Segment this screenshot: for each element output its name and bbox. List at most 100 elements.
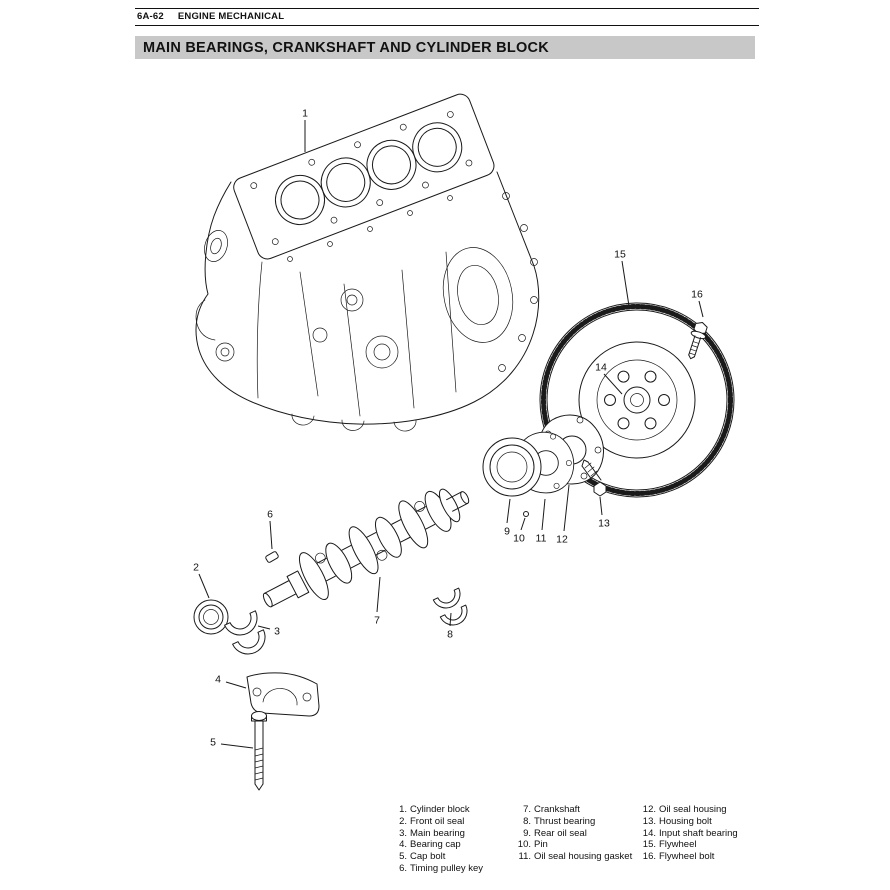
legend-item: 3.Main bearing bbox=[393, 828, 517, 840]
callout-12: 12 bbox=[556, 484, 570, 546]
svg-text:9: 9 bbox=[504, 526, 510, 538]
legend-item-label: Rear oil seal bbox=[534, 827, 587, 839]
legend-item: 2.Front oil seal bbox=[393, 816, 517, 828]
legend-item-number: 11. bbox=[518, 851, 531, 863]
legend-item: 1.Cylinder block bbox=[393, 804, 517, 816]
callout-1: 1 bbox=[302, 108, 308, 152]
front-oil-seal-drawing bbox=[193, 599, 229, 635]
legend-item-label: Flywheel bolt bbox=[659, 851, 715, 863]
legend-item-number: 13. bbox=[642, 815, 656, 827]
legend-item-label: Input shaft bearing bbox=[659, 827, 738, 839]
flywheel-drawing bbox=[539, 302, 735, 498]
legend-item-number: 16. bbox=[642, 851, 656, 863]
legend-item: 5.Cap bolt bbox=[393, 851, 517, 863]
legend-item-number: 15. bbox=[642, 839, 656, 851]
callout-6: 6 bbox=[267, 509, 273, 550]
legend-item-label: Bearing cap bbox=[410, 839, 461, 851]
svg-text:7: 7 bbox=[374, 615, 380, 627]
svg-text:5: 5 bbox=[210, 737, 216, 749]
article-title-bar: MAIN BEARINGS, CRANKSHAFT AND CYLINDER B… bbox=[135, 36, 755, 59]
timing-pulley-key-drawing bbox=[265, 551, 279, 563]
legend-item-label: Pin bbox=[534, 839, 548, 851]
legend-item: 15.Flywheel bbox=[642, 839, 766, 851]
legend-item-label: Crankshaft bbox=[534, 804, 580, 815]
legend-item: 12.Oil seal housing bbox=[642, 804, 766, 816]
legend-item: 14.Input shaft bearing bbox=[642, 828, 766, 840]
legend-item-number: 8. bbox=[523, 815, 531, 827]
legend-item-number: 12. bbox=[642, 804, 656, 815]
legend-item: 10.Pin bbox=[517, 839, 642, 851]
legend-item-number: 7. bbox=[523, 804, 531, 815]
legend-item-number: 9. bbox=[523, 827, 531, 839]
svg-text:6: 6 bbox=[267, 509, 273, 521]
legend-item: 6.Timing pulley key bbox=[393, 863, 517, 875]
input-shaft-bearing-drawing bbox=[623, 386, 651, 414]
legend-item-label: Cap bolt bbox=[410, 851, 446, 863]
legend-item-label: Main bearing bbox=[410, 827, 465, 839]
callout-15: 15 bbox=[614, 249, 630, 307]
legend-item: 16.Flywheel bolt bbox=[642, 851, 766, 863]
callout-16: 16 bbox=[691, 289, 704, 318]
pin-drawing bbox=[523, 511, 529, 517]
legend-item-number: 4. bbox=[399, 839, 407, 851]
legend-item-number: 14. bbox=[642, 827, 656, 839]
legend-item-number: 10. bbox=[517, 839, 531, 851]
legend-item-number: 6. bbox=[399, 862, 407, 874]
rear-oil-seal-drawing bbox=[482, 437, 542, 497]
legend-item: 13.Housing bolt bbox=[642, 816, 766, 828]
legend-item-label: Front oil seal bbox=[410, 815, 465, 827]
legend-item-number: 1. bbox=[399, 804, 407, 815]
legend-item-label: Cylinder block bbox=[410, 804, 470, 815]
callout-14: 14 bbox=[595, 362, 623, 395]
legend-item: 9.Rear oil seal bbox=[517, 828, 642, 840]
article-title: MAIN BEARINGS, CRANKSHAFT AND CYLINDER B… bbox=[143, 39, 549, 56]
legend-item-label: Timing pulley key bbox=[410, 862, 484, 874]
legend-item: 4.Bearing cap bbox=[393, 839, 517, 851]
svg-text:12: 12 bbox=[556, 534, 568, 546]
legend-item-label: Thrust bearing bbox=[534, 815, 596, 827]
svg-text:1: 1 bbox=[302, 108, 308, 120]
callout-11: 11 bbox=[536, 498, 547, 545]
callout-4: 4 bbox=[215, 674, 247, 689]
legend-item-label: Flywheel bbox=[659, 839, 697, 851]
callout-5: 5 bbox=[210, 737, 254, 749]
callout-3: 3 bbox=[257, 626, 280, 638]
legend-item: 7.Crankshaft bbox=[517, 804, 642, 816]
legend-item: 8.Thrust bearing bbox=[517, 816, 642, 828]
callout-9: 9 bbox=[504, 498, 511, 538]
legend-item-number: 3. bbox=[399, 827, 407, 839]
page-header: 6A-62 ENGINE MECHANICAL bbox=[135, 8, 759, 26]
svg-text:14: 14 bbox=[595, 362, 607, 374]
legend-item-label: Housing bolt bbox=[659, 815, 712, 827]
callout-7: 7 bbox=[374, 576, 381, 627]
crankshaft-drawing bbox=[262, 488, 470, 608]
svg-text:13: 13 bbox=[598, 518, 610, 530]
flywheel-bolt-drawing bbox=[688, 322, 708, 360]
legend-item-label: Oil seal housing bbox=[659, 804, 727, 815]
svg-text:8: 8 bbox=[447, 629, 453, 641]
svg-text:10: 10 bbox=[513, 533, 525, 545]
cylinder-block-drawing bbox=[195, 93, 540, 432]
svg-text:15: 15 bbox=[614, 249, 626, 261]
svg-text:16: 16 bbox=[691, 289, 703, 301]
legend-item-label: Oil seal housing gasket bbox=[534, 851, 633, 863]
svg-text:2: 2 bbox=[193, 562, 199, 574]
callout-8: 8 bbox=[447, 612, 453, 641]
legend-item-number: 5. bbox=[399, 851, 407, 863]
housing-bolt-drawing bbox=[581, 459, 607, 497]
svg-text:4: 4 bbox=[215, 674, 221, 686]
main-bearing-drawing bbox=[224, 610, 266, 655]
legend-item-number: 2. bbox=[399, 815, 407, 827]
svg-text:11: 11 bbox=[536, 533, 547, 545]
page-number: 6A-62 bbox=[137, 11, 164, 22]
section-title: ENGINE MECHANICAL bbox=[177, 11, 285, 22]
svg-text:3: 3 bbox=[274, 626, 280, 638]
cap-bolt-drawing bbox=[251, 711, 267, 791]
callout-2: 2 bbox=[193, 562, 210, 599]
